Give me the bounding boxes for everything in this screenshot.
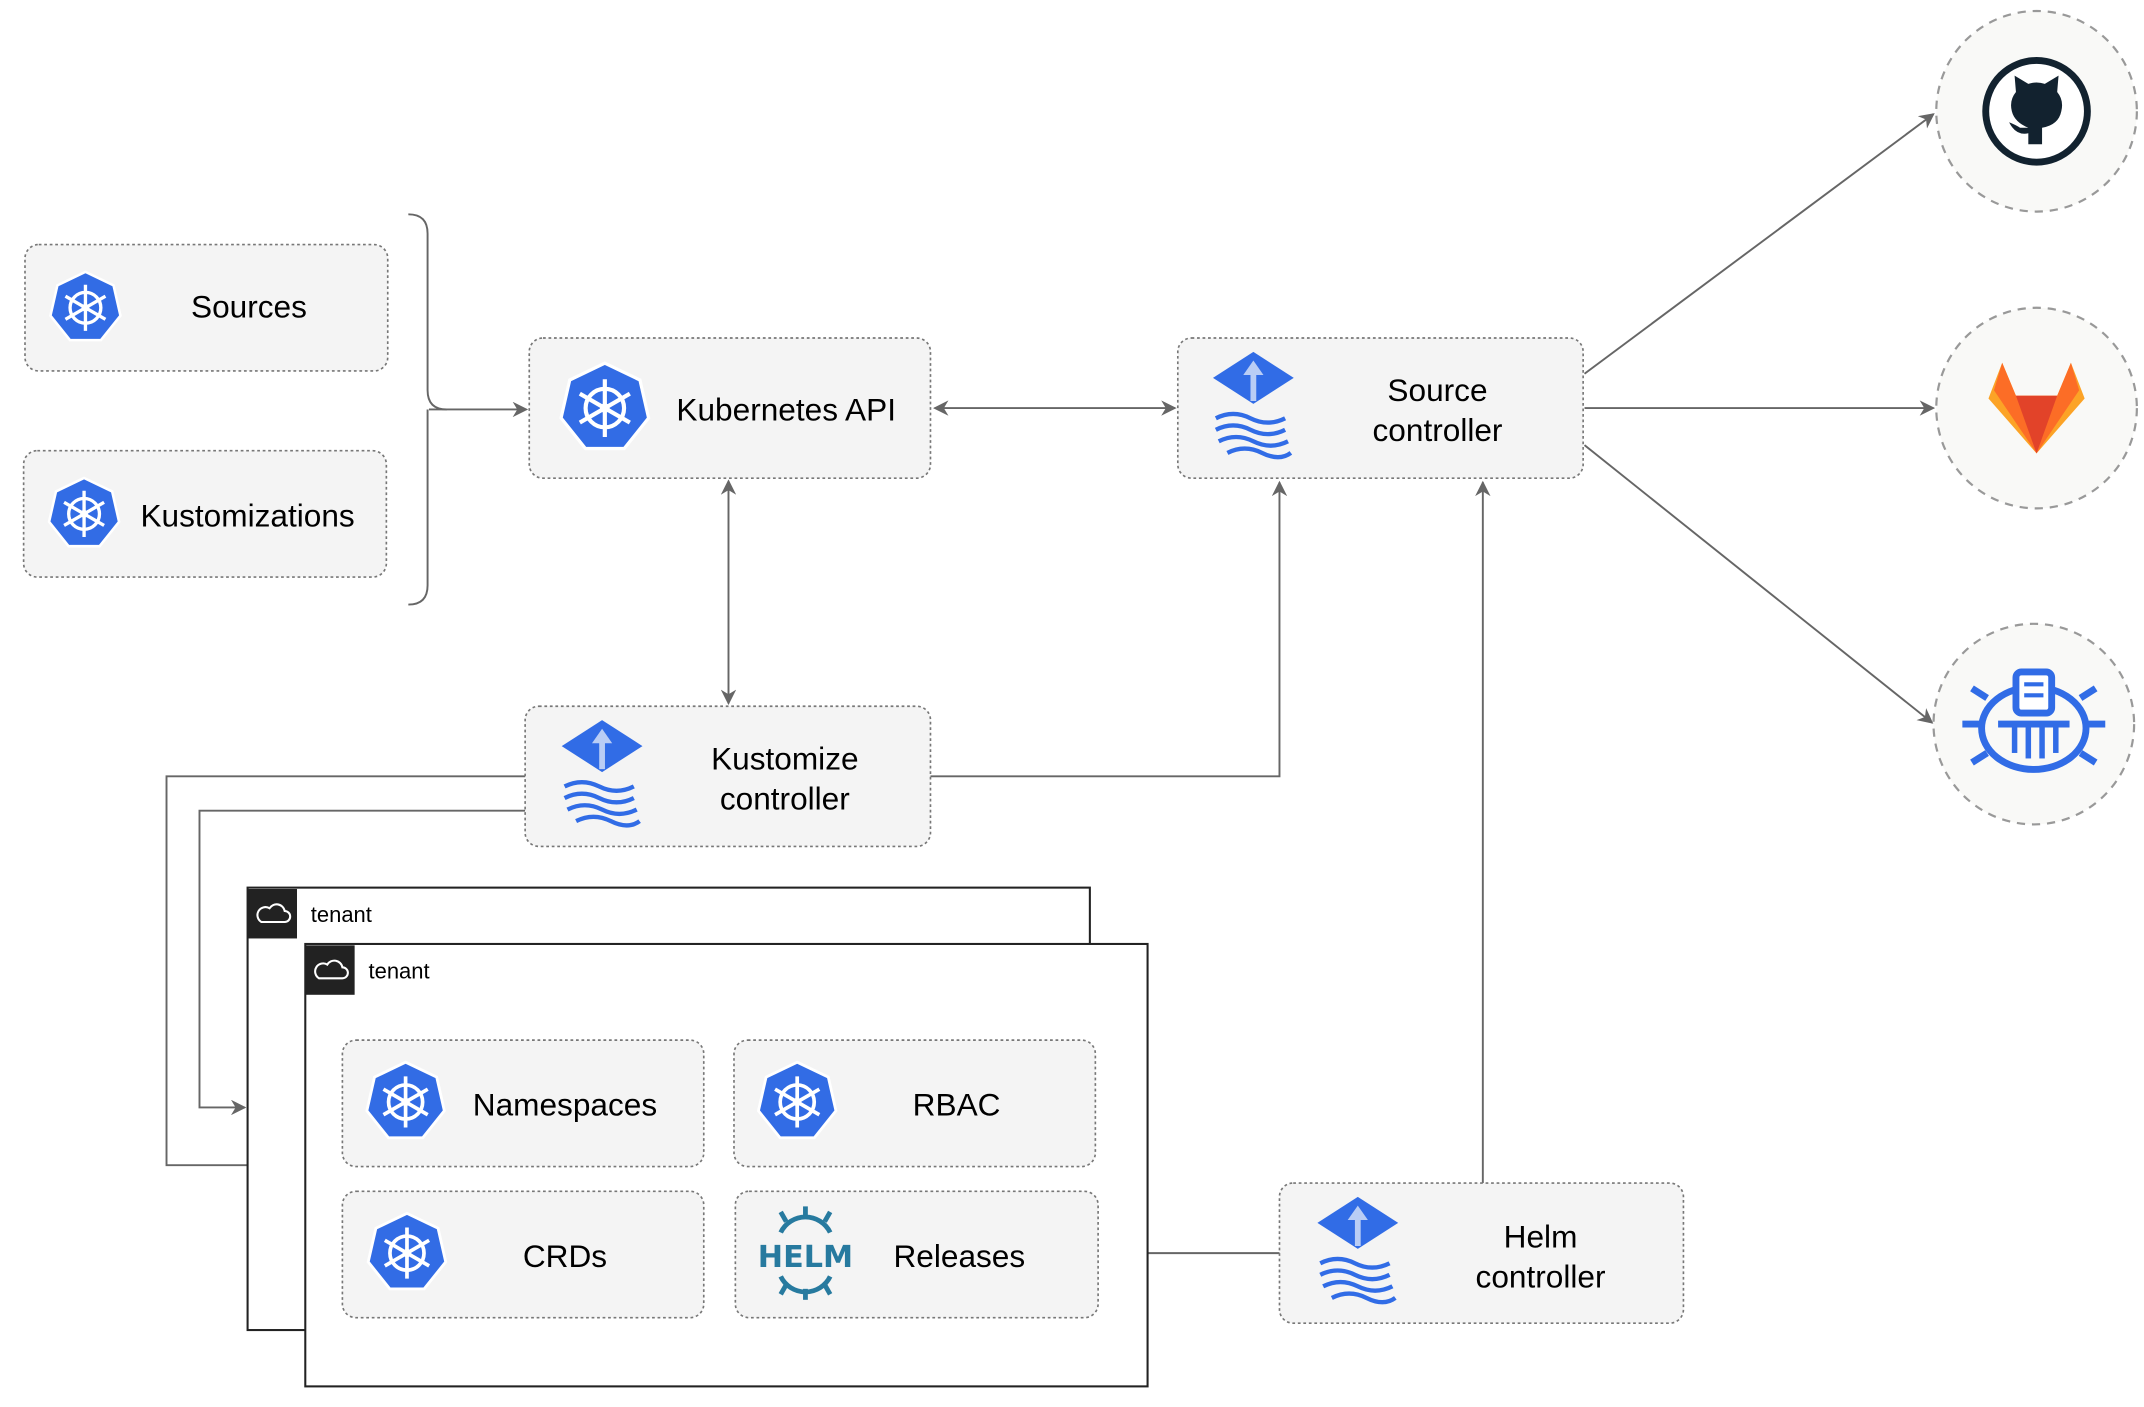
helm-controller-label-line2: controller <box>1476 1258 1606 1294</box>
node-sources[interactable]: Sources <box>24 243 389 372</box>
tenant-label: tenant <box>311 902 372 927</box>
sources-label: Sources <box>191 288 307 324</box>
node-releases[interactable]: HELM Releases <box>734 1190 1099 1319</box>
kustomize-controller-label-line1: Kustomize <box>711 740 858 776</box>
helm-logo-text: HELM <box>758 1240 853 1275</box>
helm-repository-icon <box>1962 668 2106 773</box>
cloud-icon <box>247 887 298 940</box>
releases-label: Releases <box>893 1238 1025 1274</box>
node-kubernetes-api[interactable]: Kubernetes API <box>528 337 932 479</box>
github-icon <box>1982 57 2091 166</box>
rbac-label: RBAC <box>913 1087 1001 1123</box>
node-source-controller[interactable]: Source controller <box>1176 337 1584 479</box>
kustomizations-label: Kustomizations <box>140 497 354 533</box>
kustomize-controller-label-line2: controller <box>720 780 850 816</box>
source-controller-label-line2: controller <box>1373 412 1503 448</box>
namespaces-label: Namespaces <box>473 1087 657 1123</box>
node-rbac[interactable]: RBAC <box>733 1039 1097 1168</box>
edge-kustomize-to-tenant-front <box>165 775 526 1173</box>
source-controller-label-line1: Source <box>1387 372 1487 408</box>
node-helm-controller[interactable]: Helm controller <box>1278 1182 1685 1325</box>
helm-icon: HELM <box>758 1206 853 1300</box>
helm-controller-label-line1: Helm <box>1504 1219 1578 1255</box>
helm-repository-source[interactable] <box>1932 622 2136 826</box>
gitlab-icon <box>1988 362 2085 454</box>
tenant-label: tenant <box>369 958 430 983</box>
cloud-icon <box>305 944 355 996</box>
node-crds[interactable]: CRDs <box>341 1190 705 1319</box>
group-brace <box>408 213 447 606</box>
gitlab-source[interactable] <box>1935 306 2138 510</box>
edge-source-to-helm-repo <box>1583 444 1934 724</box>
edge-kustomize-to-source-controller <box>930 480 1288 778</box>
edge-kustomize-to-tenant-back <box>198 809 526 1116</box>
node-kustomizations[interactable]: Kustomizations <box>22 449 388 578</box>
edge-source-to-github <box>1583 113 1935 375</box>
crds-label: CRDs <box>523 1238 607 1274</box>
github-source[interactable] <box>1935 9 2138 213</box>
kubernetes-api-label: Kubernetes API <box>676 391 896 427</box>
edges <box>165 113 1936 1261</box>
node-namespaces[interactable]: Namespaces <box>341 1039 705 1168</box>
node-kustomize-controller[interactable]: Kustomize controller <box>524 705 932 848</box>
